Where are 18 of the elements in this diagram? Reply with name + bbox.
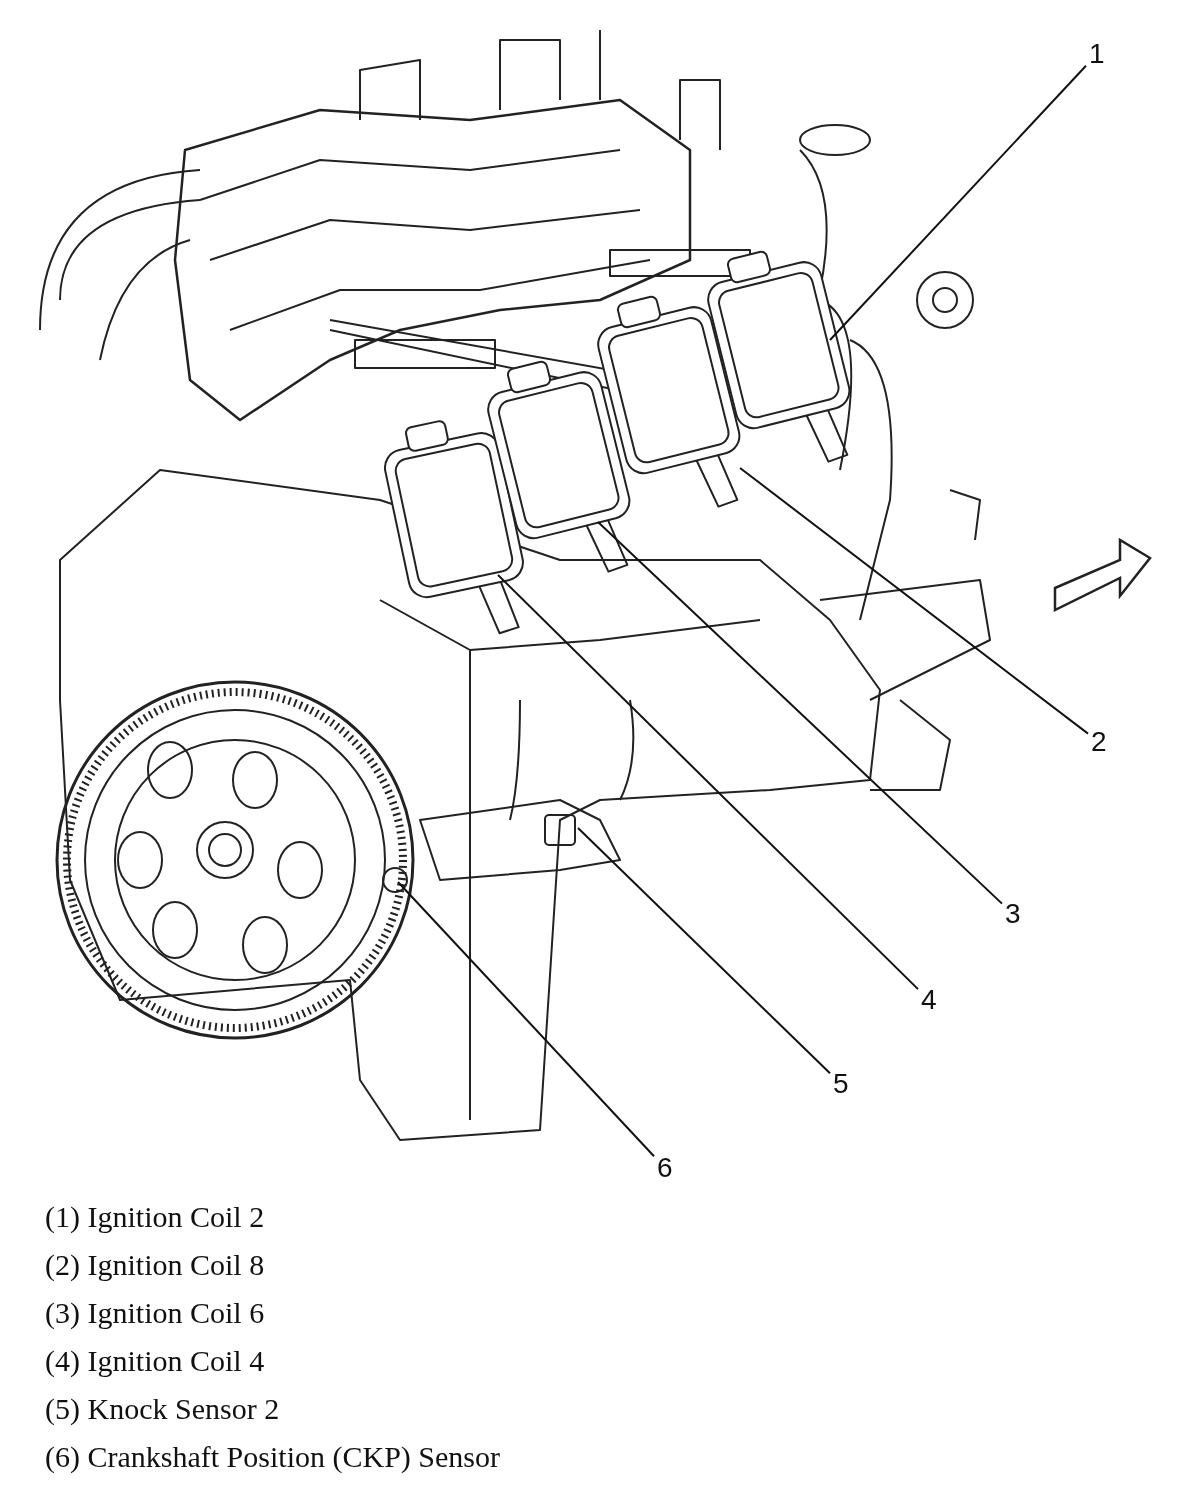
leader-line [397, 881, 655, 1158]
key-entry: (5) Knock Sensor 2 [45, 1392, 280, 1425]
callout-number: 4 [918, 984, 940, 1016]
key-entry: (1) Ignition Coil 2 [45, 1200, 265, 1233]
callout-number: 2 [1088, 726, 1110, 758]
leader-line [597, 521, 1003, 905]
callout-number: 5 [830, 1068, 852, 1100]
key-entry: (3) Ignition Coil 6 [45, 1296, 265, 1329]
callout-number: 1 [1086, 38, 1108, 70]
leader-line [829, 64, 1087, 341]
leader-line [497, 574, 919, 991]
key-entry: (6) Crankshaft Position (CKP) Sensor [45, 1440, 500, 1473]
key-entry: (2) Ignition Coil 8 [45, 1248, 265, 1281]
callout-number: 6 [654, 1152, 676, 1184]
key-entry: (4) Ignition Coil 4 [45, 1344, 265, 1377]
leader-line [577, 827, 831, 1075]
leader-line [739, 467, 1089, 735]
callout-number: 3 [1002, 898, 1024, 930]
